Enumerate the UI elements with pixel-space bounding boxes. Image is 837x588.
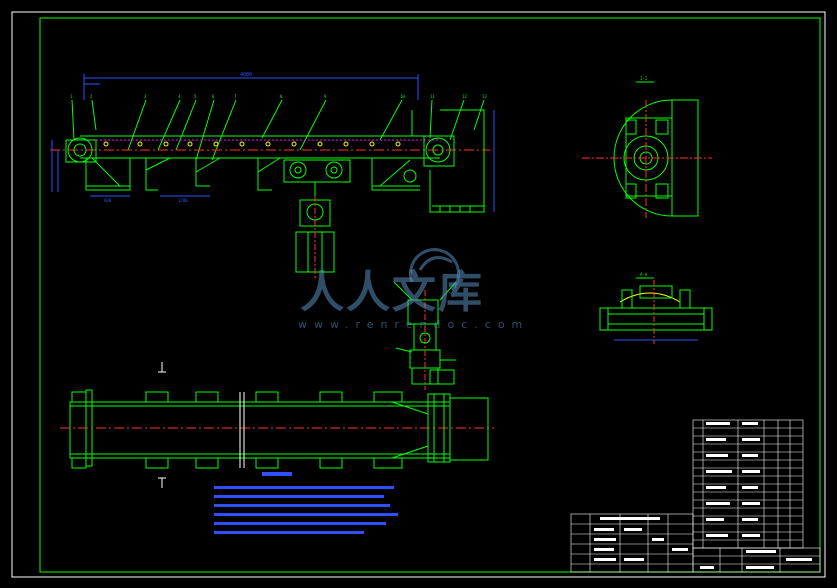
svg-text:600: 600 [104, 198, 112, 203]
svg-text:5: 5 [194, 94, 197, 99]
svg-text:4000: 4000 [240, 72, 252, 78]
outer-frame [11, 11, 826, 578]
conveyor-plan [60, 362, 494, 488]
svg-text:9: 9 [324, 94, 327, 99]
parts-list [692, 419, 804, 549]
svg-text:4: 4 [178, 94, 181, 99]
watermark-url: www.renrendoc.com [298, 318, 530, 331]
drum-section: I-I [582, 76, 712, 218]
svg-text:I-I: I-I [640, 76, 648, 81]
svg-text:1200: 1200 [178, 198, 188, 203]
technical-notes [214, 472, 398, 534]
watermark-text: 人人文库 [300, 267, 484, 318]
idler-section: A-A [599, 272, 713, 344]
svg-text:3: 3 [144, 94, 147, 99]
svg-text:A-A: A-A [640, 272, 648, 277]
parts-list-text [706, 422, 760, 537]
swirl-logo-icon [408, 248, 460, 292]
svg-text:13: 13 [482, 94, 487, 99]
svg-text:8: 8 [280, 94, 283, 99]
svg-text:6: 6 [212, 94, 215, 99]
svg-text:10: 10 [400, 94, 405, 99]
title-block-text [594, 517, 812, 569]
title-block [570, 513, 821, 573]
svg-text:2: 2 [90, 94, 93, 99]
svg-text:12: 12 [462, 94, 467, 99]
inner-frame [39, 17, 821, 573]
drive-unit [393, 281, 457, 390]
svg-text:7: 7 [234, 94, 237, 99]
svg-text:1: 1 [70, 94, 73, 99]
svg-text:11: 11 [430, 94, 435, 99]
